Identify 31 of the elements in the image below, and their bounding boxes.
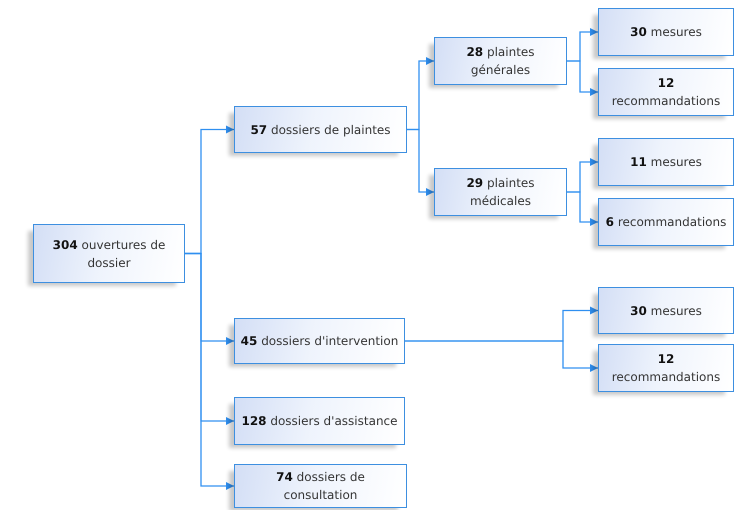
connector-arrow xyxy=(567,191,598,226)
process-box xyxy=(598,344,734,392)
node-label: 45 dossiers d'intervention xyxy=(240,333,398,350)
node-label: 6 recommandations xyxy=(606,214,726,231)
node-label: 12 recommandations xyxy=(610,75,722,110)
connector-arrow xyxy=(405,340,598,372)
connector-arrow xyxy=(185,252,234,490)
process-box xyxy=(598,287,734,334)
process-box xyxy=(234,318,405,364)
node-label: 30 mesures xyxy=(630,302,702,320)
node-label: 74 dossiers de consultation xyxy=(275,469,366,504)
node-label: 304 ouvertures de dossier xyxy=(52,236,166,272)
connector-arrow xyxy=(407,128,434,196)
process-box xyxy=(234,397,405,445)
process-box xyxy=(434,37,567,85)
node-label: 29 plaintes médicales xyxy=(465,175,536,210)
process-box xyxy=(598,68,734,116)
process-box xyxy=(234,464,407,508)
process-box xyxy=(598,138,734,186)
connector-arrow xyxy=(567,60,598,96)
node-label: 28 plaintes générales xyxy=(465,44,536,79)
process-box xyxy=(598,8,734,56)
node-label: 12 recommandations xyxy=(610,351,722,386)
process-box xyxy=(434,168,567,216)
node-label: 11 mesures xyxy=(630,154,702,171)
node-label: 57 dossiers de plaintes xyxy=(250,122,391,138)
process-box xyxy=(33,224,185,283)
process-box xyxy=(598,198,734,246)
node-label: 128 dossiers d'assistance xyxy=(241,413,398,430)
process-box xyxy=(234,106,407,153)
node-label: 30 mesures xyxy=(630,24,702,41)
